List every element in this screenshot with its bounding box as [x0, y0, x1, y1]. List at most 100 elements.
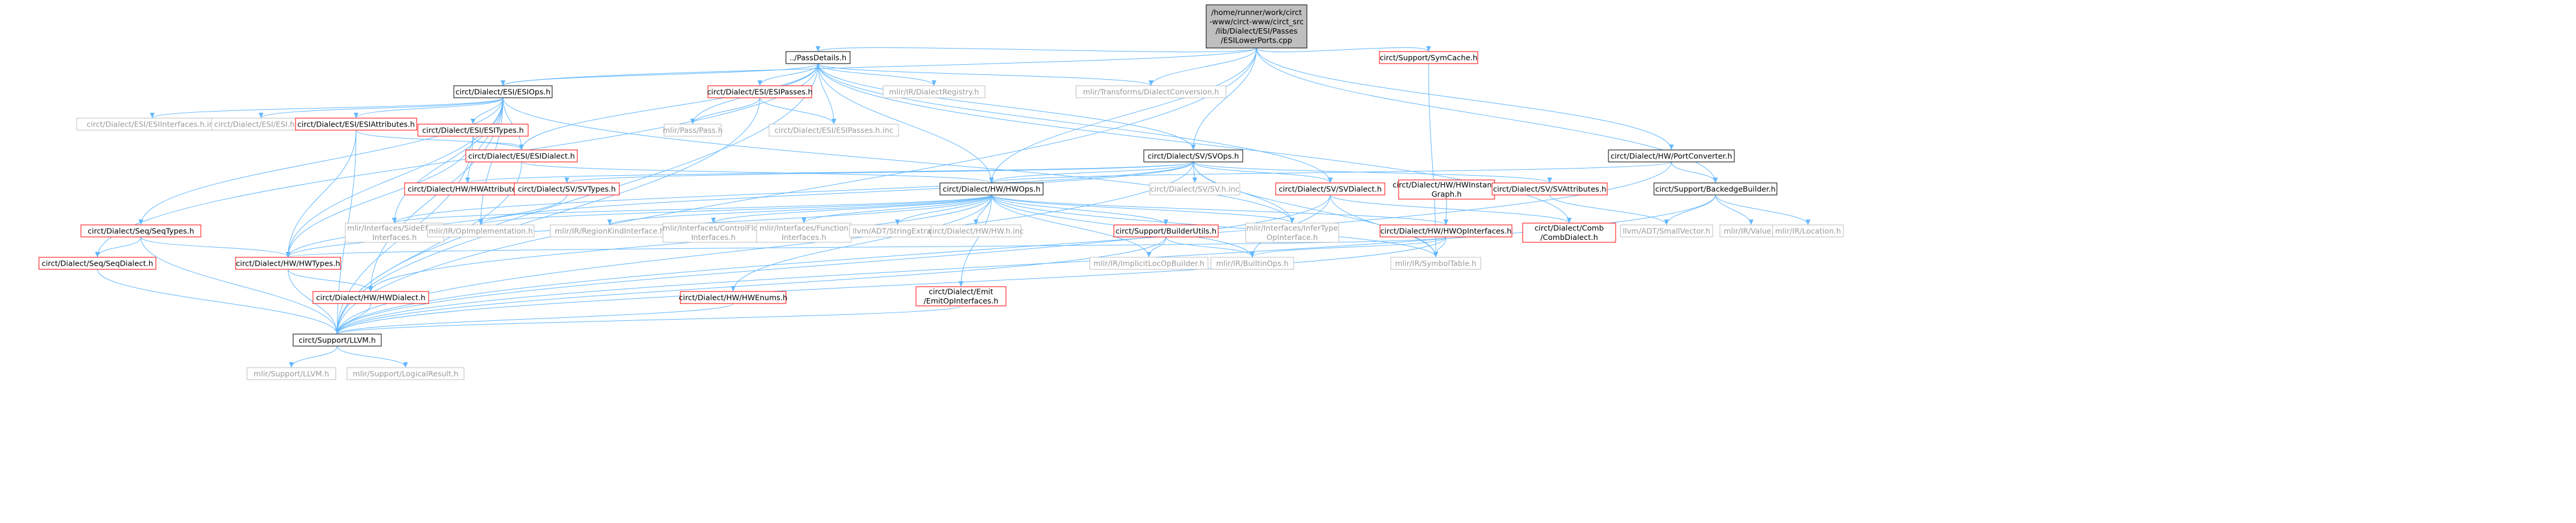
- edge-svops-to-svdialect: [1193, 161, 1333, 184]
- edge-hwops-to-stringextras: [895, 194, 992, 226]
- node-label: mlir/Interfaces/InferType: [1246, 224, 1338, 233]
- edge-hwopinterfaces-to-hwtypes: [286, 236, 1447, 258]
- node-box: [1149, 182, 1240, 196]
- node-portconverter[interactable]: circt/Dialect/HW/PortConverter.h: [1608, 149, 1735, 163]
- node-box: [465, 149, 578, 163]
- node-box: [939, 182, 1044, 196]
- edge-esiops-to-sideeffect: [392, 97, 504, 224]
- edge-seqtypes-to-seqdialect: [95, 236, 141, 258]
- node-esitypes[interactable]: circt/Dialect/ESI/ESITypes.h: [417, 124, 529, 137]
- node-svdialect[interactable]: circt/Dialect/SV/SVDialect.h: [1275, 182, 1385, 196]
- edge-hwops-to-functioninterfaces: [802, 194, 992, 224]
- node-seqdialect[interactable]: circt/Dialect/Seq/SeqDialect.h: [38, 257, 156, 270]
- node-label: /EmitOpInterfaces.h: [924, 296, 999, 305]
- node-label: llvm/ADT/SmallVector.h: [1623, 226, 1710, 235]
- node-esipasses[interactable]: circt/Dialect/ESI/ESIPasses.h: [707, 85, 813, 98]
- node-dialectconversion: mlir/Transforms/DialectConversion.h: [1075, 85, 1227, 98]
- edge-builderutils-to-implicitlocopbuilder: [1146, 236, 1167, 258]
- node-box: [1608, 149, 1735, 163]
- node-hwtypes[interactable]: circt/Dialect/HW/HWTypes.h: [235, 257, 341, 270]
- node-label: mlir/IR/Location.h: [1775, 226, 1841, 235]
- node-hwenums[interactable]: circt/Dialect/HW/HWEnums.h: [679, 291, 788, 304]
- node-root[interactable]: /home/runner/work/circt-www/circt-www/ci…: [1206, 4, 1307, 49]
- node-symcache[interactable]: circt/Support/SymCache.h: [1379, 51, 1478, 64]
- edge-portconverter-to-backedgebuilder: [1671, 161, 1718, 184]
- node-mlirsupportllvm: mlir/Support/LLVM.h: [246, 367, 336, 380]
- node-box: [347, 367, 465, 380]
- edge-emitopinterfaces-to-supportllvm: [335, 305, 962, 335]
- edge-builderutils-to-supportllvm: [335, 236, 1167, 335]
- node-label: mlir/Interfaces/ControlFlow: [663, 224, 764, 233]
- edge-esiops-to-infertype: [502, 97, 1295, 224]
- node-label: Interfaces.h: [372, 233, 417, 242]
- node-esiops[interactable]: circt/Dialect/ESI/ESIOps.h: [453, 85, 553, 98]
- edge-esiops-to-esiinc: [258, 97, 504, 119]
- node-symboltable: mlir/IR/SymbolTable.h: [1390, 257, 1481, 270]
- node-box: [785, 51, 851, 64]
- edge-passdetails-to-esipasses: [757, 63, 818, 86]
- edge-svops-to-symboltable: [1193, 161, 1438, 258]
- edge-root-to-esiops: [501, 47, 1257, 86]
- node-hwops[interactable]: circt/Dialect/HW/HWOps.h: [939, 182, 1044, 196]
- node-builderutils[interactable]: circt/Support/BuilderUtils.h: [1113, 224, 1219, 238]
- node-label: circt/Dialect/Comb: [1535, 224, 1604, 233]
- edge-root-to-dialectconversion: [1149, 47, 1257, 86]
- node-backedgebuilder[interactable]: circt/Support/BackedgeBuilder.h: [1653, 182, 1777, 196]
- node-label: mlir/IR/ImplicitLocOpBuilder.h: [1093, 259, 1204, 267]
- node-esipassesinc: circt/Dialect/ESI/ESIPasses.h.inc: [769, 124, 899, 137]
- node-box: [882, 85, 986, 98]
- node-emitopinterfaces[interactable]: circt/Dialect/Emit/EmitOpInterfaces.h: [915, 286, 1007, 306]
- node-esiinc: circt/Dialect/ESI/ESI.h.inc: [211, 118, 311, 131]
- node-esidialect[interactable]: circt/Dialect/ESI/ESIDialect.h: [465, 149, 578, 163]
- edge-svops-to-svattributes: [1193, 161, 1552, 184]
- node-label: /CombDialect.h: [1540, 233, 1598, 242]
- node-label: Interfaces.h: [782, 233, 826, 242]
- node-label: mlir/IR/OpImplementation.h: [429, 226, 533, 235]
- node-combdialect[interactable]: circt/Dialect/Comb/CombDialect.h: [1522, 223, 1616, 243]
- node-label: Interfaces.h: [691, 233, 736, 242]
- edge-root-to-backedgebuilder: [1256, 47, 1718, 184]
- node-label: circt/Dialect/HW/PortConverter.h: [1611, 151, 1733, 160]
- edge-hwops-to-opimplementation: [478, 194, 992, 226]
- node-svops[interactable]: circt/Dialect/SV/SVOps.h: [1143, 149, 1243, 163]
- node-box: [246, 367, 336, 380]
- node-label: /lib/Dialect/ESI/Passes: [1216, 26, 1298, 35]
- edge-root-to-portconverter: [1256, 47, 1674, 151]
- node-esiattributes[interactable]: circt/Dialect/ESI/ESIAttributes.h: [295, 118, 417, 131]
- node-label: circt/Dialect/HW/HWDialect.h: [316, 293, 425, 302]
- node-seqtypes[interactable]: circt/Dialect/Seq/SeqTypes.h: [80, 224, 201, 238]
- node-box: [80, 224, 201, 238]
- node-box: [680, 291, 787, 304]
- node-box: [1772, 224, 1844, 238]
- node-supportllvm[interactable]: circt/Support/LLVM.h: [293, 333, 382, 347]
- node-svattributes[interactable]: circt/Dialect/SV/SVAttributes.h: [1492, 182, 1608, 196]
- nodes: /home/runner/work/circt-www/circt-www/ci…: [38, 4, 1844, 380]
- node-label: mlir/IR/BuiltinOps.h: [1216, 259, 1289, 267]
- node-svtypes[interactable]: circt/Dialect/SV/SVTypes.h: [514, 182, 620, 196]
- node-hwattributes[interactable]: circt/Dialect/HW/HWAttributes.h: [404, 182, 531, 196]
- node-box: [312, 291, 429, 304]
- edge-hwops-to-infertype: [991, 194, 1295, 224]
- node-label: circt/Dialect/Emit: [929, 287, 993, 296]
- edge-esipasses-to-esipassesinc: [760, 97, 836, 125]
- node-implicitlocopbuilder: mlir/IR/ImplicitLocOpBuilder.h: [1089, 257, 1209, 270]
- node-label: -www/circt-www/circt_src: [1209, 17, 1303, 26]
- edge-hwops-to-controlflow: [711, 194, 992, 224]
- node-hwdialect[interactable]: circt/Dialect/HW/HWDialect.h: [312, 291, 429, 304]
- node-hwopinterfaces[interactable]: circt/Dialect/HW/HWOpInterfaces.h: [1379, 224, 1513, 238]
- node-passdetails[interactable]: ../PassDetails.h: [785, 51, 851, 64]
- node-stringextras: llvm/ADT/StringExtras.h: [849, 224, 946, 238]
- edge-esitypes-to-hwtypes: [285, 136, 474, 258]
- node-box: [453, 85, 553, 98]
- node-label: circt/Dialect/HW/HWInstance: [1393, 181, 1501, 190]
- node-box: [930, 224, 1022, 238]
- node-label: circt/Dialect/SV/SVTypes.h: [518, 184, 616, 193]
- node-box: [235, 257, 341, 270]
- node-box: [1379, 224, 1513, 238]
- node-logicalresult: mlir/Support/LogicalResult.h: [347, 367, 465, 380]
- node-box: [756, 223, 852, 243]
- node-label: /ESILowerPorts.cpp: [1221, 36, 1292, 45]
